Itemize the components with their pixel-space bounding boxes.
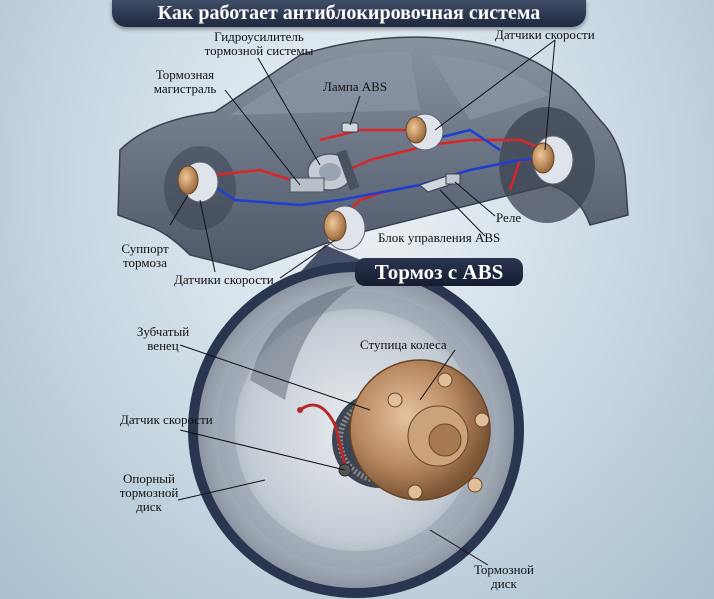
rear-right-caliper <box>531 135 574 185</box>
brake-detail-view <box>188 262 524 598</box>
abs-control-unit <box>419 173 461 193</box>
front-right-caliper <box>323 205 366 251</box>
leader-lines <box>169 39 556 566</box>
label-relay: Реле <box>496 210 522 225</box>
label-hydro-booster: Гидроусилитель тормозной системы <box>204 29 314 58</box>
label-speed-sensor: Датчик скорости <box>120 412 213 427</box>
label-abs-control-unit: Блок управления ABS <box>378 230 501 245</box>
label-abs-lamp: Лампа ABS <box>323 79 388 94</box>
label-backing-plate: Опорный тормозной диск <box>119 471 179 514</box>
page-title: Как работает антиблокировочная система <box>112 0 586 27</box>
label-brake-caliper: Суппорт тормоза <box>121 241 169 270</box>
label-speed-sensors-top: Датчики скорости <box>495 27 595 42</box>
abs-lamp <box>341 122 359 133</box>
label-toothed-ring: Зубчатый венец <box>136 324 190 353</box>
label-brake-line: Тормозная магистраль <box>153 67 217 96</box>
label-wheel-hub: Ступица колеса <box>360 337 447 352</box>
rear-left-caliper <box>405 113 444 151</box>
label-brake-disc: Тормозной диск <box>473 562 535 591</box>
label-speed-sensors-bottom: Датчики скорости <box>174 272 274 287</box>
detail-subtitle: Тормоз с ABS <box>355 258 523 286</box>
hydraulic-booster <box>289 149 360 193</box>
